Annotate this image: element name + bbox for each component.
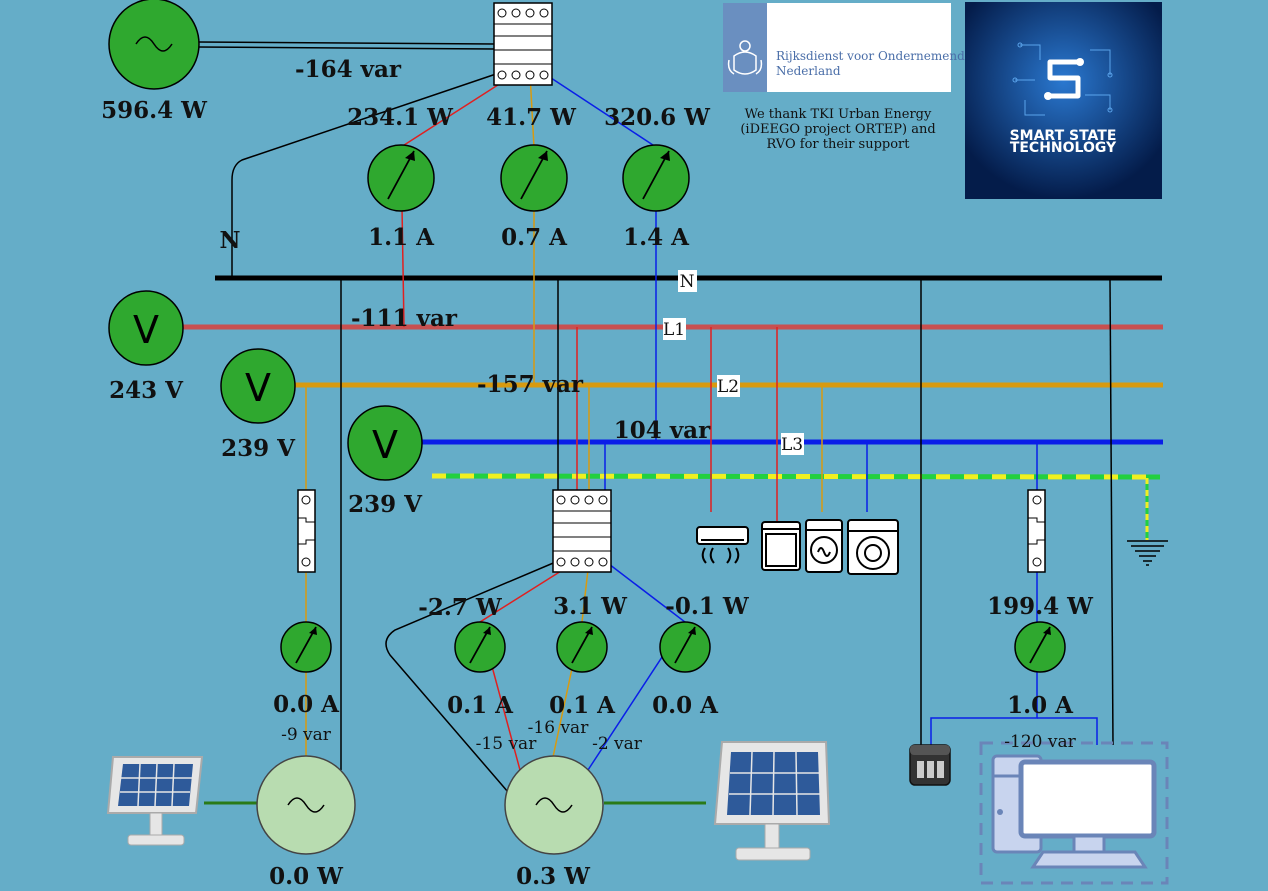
inverter-generator-icon (504, 755, 604, 855)
pv-left-reactive: -9 var (281, 725, 332, 745)
neutral-label: N (219, 227, 240, 254)
bottom-wiring (204, 560, 1098, 805)
brand-line-1: SMART STATE (1010, 128, 1117, 144)
pv-right-power: 0.3 W (516, 863, 591, 886)
voltmeter-symbol: V (245, 366, 271, 410)
voltmeter-icon: V (220, 348, 296, 424)
voltmeter-icon: V (108, 290, 184, 366)
desktop-computer-icon (991, 754, 1157, 869)
voltmeter-symbol: V (133, 308, 159, 352)
circuit-icon (1012, 42, 1113, 116)
pv-right-l2-reactive: -16 var (528, 718, 590, 738)
meter-icon (280, 621, 332, 673)
pv-right-l3-power: -0.1 W (665, 593, 750, 620)
l1-tag: L1 (663, 320, 685, 340)
rvo-name-line2: Nederland (776, 64, 841, 78)
l1-reactive: -111 var (351, 305, 458, 332)
pv-right-l1-current: 0.1 A (447, 692, 514, 719)
bus-bars (183, 275, 1163, 480)
main-l2-current: 0.7 A (501, 224, 568, 251)
l3-reactive: 104 var (614, 417, 711, 444)
thanks-line-3: RVO for their support (766, 137, 910, 152)
pv-right-l1-power: -2.7 W (418, 594, 503, 621)
solar-panel-icon (106, 756, 204, 846)
meter-icon (1014, 621, 1066, 673)
rvo-logo: Rijksdienst voor Ondernemend Nederland (723, 3, 965, 92)
pv-right-l2-current: 0.1 A (549, 692, 616, 719)
pv-right-l3-current: 0.0 A (652, 692, 719, 719)
l3-voltage: 239 V (348, 491, 423, 518)
dishwasher-icon (761, 521, 801, 571)
voltmeter-symbol: V (372, 423, 398, 467)
brand-line-2: TECHNOLOGY (1010, 140, 1117, 156)
pv-breaker-3phase (552, 489, 612, 573)
meter-icon (454, 621, 506, 673)
computer-current: 1.0 A (1007, 692, 1074, 719)
pv-right-l2-power: 3.1 W (553, 593, 628, 620)
voltmeter-icon: V (347, 405, 423, 481)
ground-icon (1127, 540, 1168, 566)
l3-tag: L3 (781, 435, 803, 455)
l2-tag: L2 (717, 377, 739, 397)
meter-icon (659, 621, 711, 673)
neutral-tag: N (680, 272, 695, 292)
main-l2-power: 41.7 W (486, 104, 577, 131)
l2-reactive: -157 var (477, 371, 584, 398)
crest-icon (727, 40, 763, 75)
earth-bus-yellow (431, 473, 1161, 480)
computer-power: 199.4 W (987, 593, 1094, 620)
vertical-drops (305, 279, 1149, 770)
computer-breaker (1027, 489, 1046, 573)
nas-server-icon (909, 744, 951, 786)
meter-icon (556, 621, 608, 673)
main-l1-current: 1.1 A (368, 224, 435, 251)
main-l1-power: 234.1 W (347, 104, 454, 131)
dryer-icon (805, 519, 843, 573)
pv-left-power: 0.0 W (269, 863, 344, 886)
meter-icon (622, 144, 690, 212)
l1-voltage: 243 V (109, 377, 184, 404)
rvo-name-line1: Rijksdienst voor Ondernemend (776, 49, 965, 63)
meter-icon (500, 144, 568, 212)
pv-right-l3-reactive: -2 var (592, 734, 643, 754)
s-logo-icon (1047, 59, 1081, 99)
thanks-line-1: We thank TKI Urban Energy (745, 107, 932, 122)
grid-reactive: -164 var (295, 56, 402, 83)
computer-enclosure (979, 741, 1169, 885)
main-l3-power: 320.6 W (604, 104, 711, 131)
main-breaker (493, 2, 553, 86)
pv-breaker-single (297, 489, 316, 573)
pv-right-l1-reactive: -15 var (476, 734, 538, 754)
thanks-line-2: (iDEEGO project ORTEP) and (740, 122, 935, 137)
washing-machine-icon (847, 519, 899, 575)
computer-reactive: -120 var (1004, 732, 1076, 752)
air-conditioner-icon (696, 526, 749, 564)
main-l3-current: 1.4 A (623, 224, 690, 251)
smart-state-logo: SMART STATE TECHNOLOGY (965, 2, 1162, 199)
pv-left-current: 0.0 A (273, 691, 340, 718)
grid-power: 596.4 W (101, 97, 208, 124)
l2-voltage: 239 V (221, 435, 296, 462)
meter-icon (367, 144, 435, 212)
solar-panel-icon (713, 741, 831, 861)
grid-source (108, 0, 200, 90)
inverter-generator-icon (256, 755, 356, 855)
